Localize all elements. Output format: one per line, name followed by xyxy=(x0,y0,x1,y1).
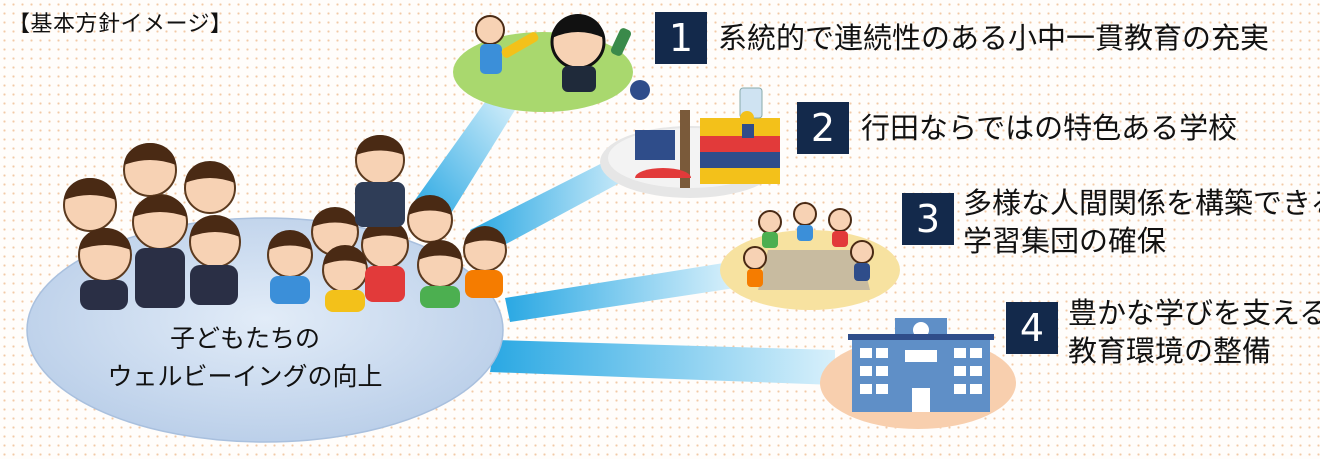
connector-beam-3 xyxy=(505,262,735,322)
item-4-illustration xyxy=(820,318,1016,429)
children-group-illustration xyxy=(63,135,507,312)
item-3-text-line1: 多様な人間関係を構築できる xyxy=(963,186,1320,220)
center-label-line1: 子どもたちの xyxy=(169,324,320,353)
connector-beam-1 xyxy=(415,95,515,215)
connector-beam-4 xyxy=(490,340,835,385)
item-4-number: 4 xyxy=(1006,302,1058,354)
center-label: 子どもたちの ウェルビーイングの向上 xyxy=(100,320,390,396)
item-2-illustration xyxy=(600,80,780,198)
item-4-text-line1: 豊かな学びを支える xyxy=(1068,296,1320,330)
item-4-text-line2: 教育環境の整備 xyxy=(1068,334,1272,368)
center-label-line2: ウェルビーイングの向上 xyxy=(107,362,383,391)
item-1-illustration xyxy=(453,14,633,112)
item-2-text: 行田ならではの特色ある学校 xyxy=(861,111,1238,145)
item-3-number: 3 xyxy=(902,193,954,245)
connector-beam-2 xyxy=(470,150,640,258)
item-1-number: 1 xyxy=(655,12,707,64)
item-2-number: 2 xyxy=(797,102,849,154)
item-1-text: 系統的で連続性のある小中一貫教育の充実 xyxy=(718,21,1270,55)
diagram-heading: 【基本方針イメージ】 xyxy=(8,12,233,37)
item-3-illustration xyxy=(720,202,900,310)
item-3-text-line2: 学習集団の確保 xyxy=(963,224,1167,258)
